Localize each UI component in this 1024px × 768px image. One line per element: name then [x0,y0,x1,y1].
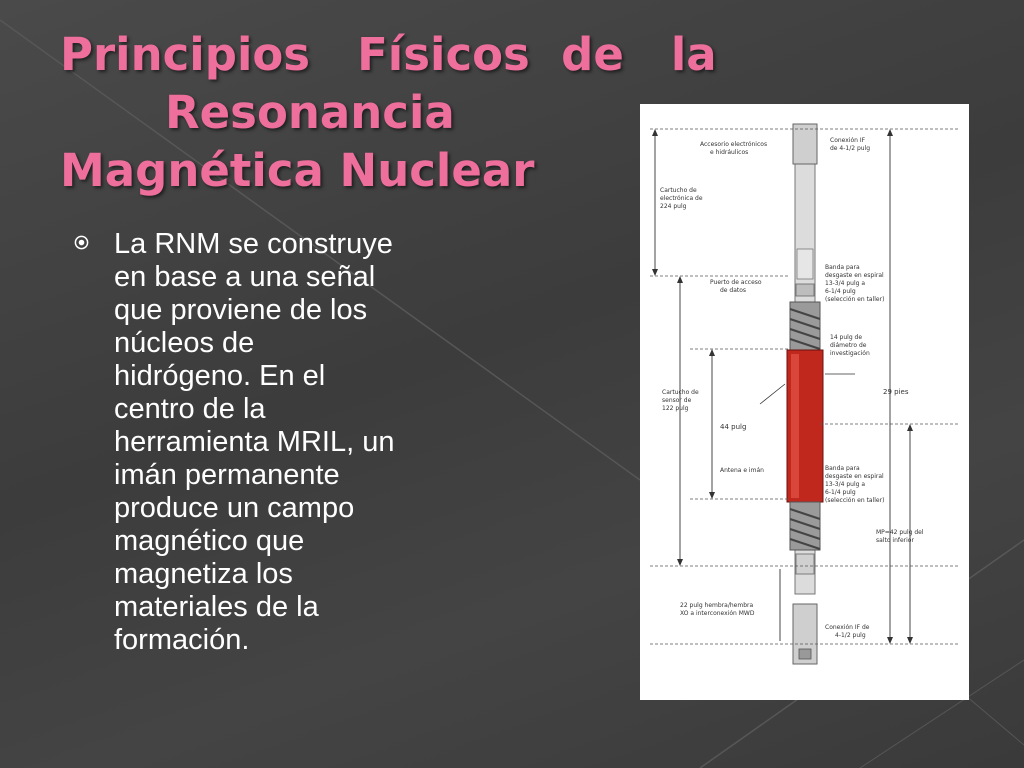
svg-text:sensor de: sensor de [662,397,692,404]
svg-text:salto inferior: salto inferior [876,537,914,544]
title-line-3: Magnética Nuclear [60,144,535,197]
circle-bullet-icon [74,235,89,250]
title-line-2: Resonancia [165,86,455,139]
svg-text:diámetro de: diámetro de [830,342,867,349]
svg-text:6-1/4 pulg: 6-1/4 pulg [825,288,856,295]
svg-text:22 pulg hembra/hembra: 22 pulg hembra/hembra [680,602,753,609]
svg-text:13-3/4 pulg a: 13-3/4 pulg a [825,481,865,488]
svg-text:4-1/2 pulg: 4-1/2 pulg [835,632,866,639]
svg-text:Banda para: Banda para [825,264,860,271]
svg-text:investigación: investigación [830,350,870,357]
svg-text:44 pulg: 44 pulg [720,423,746,431]
svg-text:Accesorio electrónicos: Accesorio electrónicos [700,141,767,148]
title-line-1: Principios Físicos de la [60,28,717,81]
svg-text:Puerto de acceso: Puerto de acceso [710,279,762,286]
svg-text:122 pulg: 122 pulg [662,405,689,412]
svg-text:electrónica de: electrónica de [660,195,703,202]
svg-text:29 pies: 29 pies [883,388,909,396]
svg-text:e hidráulicos: e hidráulicos [710,149,748,156]
svg-text:6-1/4 pulg: 6-1/4 pulg [825,489,856,496]
bullet-list: La RNM se construye en base a una señal … [74,228,494,657]
mril-tool-diagram: Accesorio electrónicos e hidráulicos Con… [640,104,969,700]
svg-text:Antena e imán: Antena e imán [720,467,764,474]
slide-title: Principios Físicos de la Resonancia Magn… [60,26,780,200]
svg-text:Conexión IF: Conexión IF [830,137,866,144]
svg-text:(selección en taller): (selección en taller) [825,296,884,303]
svg-text:Conexión IF de: Conexión IF de [825,624,870,631]
svg-text:Banda para: Banda para [825,465,860,472]
svg-text:desgaste en espiral: desgaste en espiral [825,473,884,480]
svg-text:14 pulg de: 14 pulg de [830,334,862,341]
svg-text:MP=42 pulg del: MP=42 pulg del [876,529,924,536]
svg-text:desgaste en espiral: desgaste en espiral [825,272,884,279]
svg-text:XO a interconexión MWD: XO a interconexión MWD [680,610,755,617]
svg-text:Cartucho de: Cartucho de [660,187,697,194]
svg-text:224 pulg: 224 pulg [660,203,687,210]
svg-text:de datos: de datos [720,287,746,294]
bullet-text: La RNM se construye en base a una señal … [114,228,395,656]
svg-text:(selección en taller): (selección en taller) [825,497,884,504]
svg-text:Cartucho de: Cartucho de [662,389,699,396]
svg-text:13-3/4 pulg a: 13-3/4 pulg a [825,280,865,287]
svg-text:de 4-1/2 pulg: de 4-1/2 pulg [830,145,870,152]
